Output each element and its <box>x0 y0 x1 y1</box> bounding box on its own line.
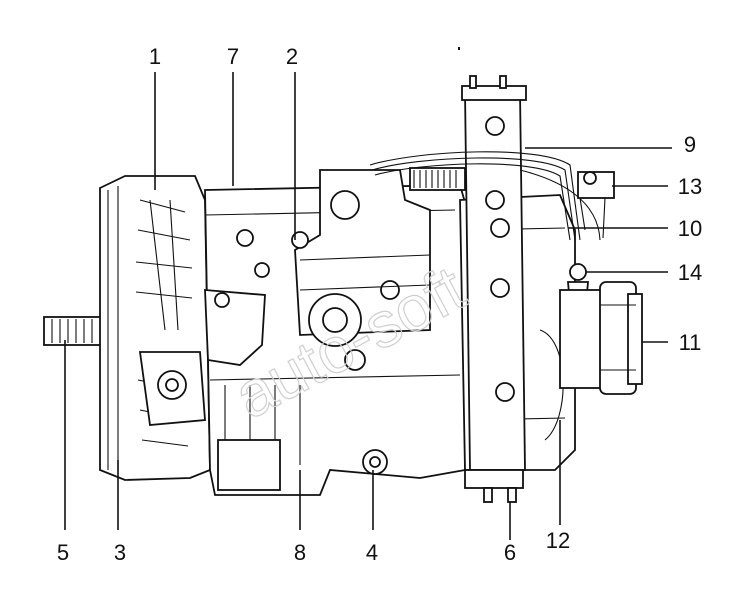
callout-4: 4 <box>366 540 378 565</box>
oil-drain-plug <box>344 349 388 475</box>
gearbox-drawing: auto-soft <box>43 75 643 503</box>
callout-5: 5 <box>57 540 69 565</box>
callout-2: 2 <box>286 44 298 69</box>
output-flange <box>559 281 643 395</box>
clutch-housing <box>99 175 211 481</box>
callout-labels: 1 2 3 4 5 6 7 8 9 10 11 12 13 14 <box>57 44 702 565</box>
leader-lines <box>64 72 672 540</box>
callout-3: 3 <box>114 540 126 565</box>
callout-6: 6 <box>504 540 516 565</box>
callout-9: 9 <box>684 132 696 157</box>
callout-14: 14 <box>678 260 702 285</box>
callout-8: 8 <box>294 540 306 565</box>
callout-11: 11 <box>679 330 702 355</box>
callout-7: 7 <box>227 44 239 69</box>
callout-13: 13 <box>678 174 702 199</box>
shift-module <box>291 169 431 347</box>
mount-bracket <box>138 351 206 426</box>
callout-1: 1 <box>149 44 161 69</box>
side-bracket <box>204 289 266 366</box>
callout-12: 12 <box>546 528 570 553</box>
valve-unit <box>577 171 615 239</box>
input-shaft <box>43 316 107 346</box>
crossmember-beam <box>461 75 527 503</box>
hydraulic-lines <box>369 151 601 241</box>
callout-10: 10 <box>678 216 702 241</box>
stray-mark <box>458 47 460 50</box>
